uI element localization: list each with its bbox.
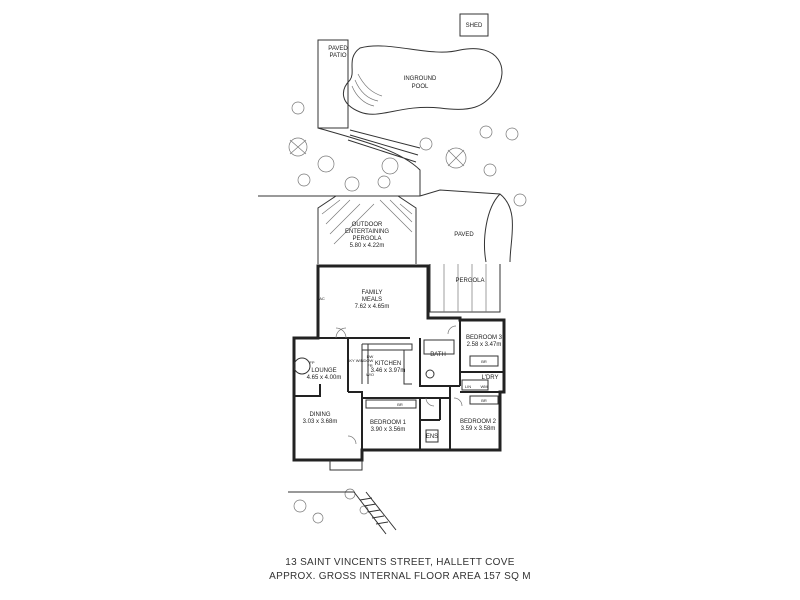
- wm-label: WM: [480, 384, 487, 389]
- shed-outline: [459, 13, 489, 37]
- bedroom3-br: BR: [481, 359, 487, 364]
- fireplace-outline: [293, 357, 311, 375]
- outdoor-label-3: PERGOLA: [352, 236, 381, 242]
- floor-area-note: APPROX. GROSS INTERNAL FLOOR AREA 157 SQ…: [269, 571, 531, 582]
- interior-walls: [294, 320, 504, 460]
- front-stairs: [288, 491, 397, 535]
- outdoor-label-1: OUTDOOR: [352, 222, 383, 228]
- paved-patio-outline: [317, 39, 349, 129]
- front-garden: [293, 488, 369, 524]
- ac-label: AC: [319, 296, 325, 301]
- family-label-1: FAMILY: [362, 290, 383, 296]
- pergola-outline: [429, 264, 501, 313]
- pool-label-2: POOL: [412, 84, 429, 90]
- pool-surround: [317, 127, 421, 196]
- paved-label: PAVED: [454, 232, 474, 238]
- garden-curve: [484, 193, 501, 263]
- ldry-label: L'DRY: [481, 375, 498, 381]
- bedroom3-dim: 2.58 x 3.47m: [467, 342, 502, 348]
- bath-toilet: [425, 369, 435, 379]
- ensuite-shower: [425, 429, 439, 443]
- kitchen-label: KITCHEN: [375, 361, 401, 367]
- tree-group-right: [419, 125, 527, 207]
- bedroom3-robe: [469, 355, 499, 367]
- pool-outline: [342, 45, 503, 115]
- ldry-bench: [461, 379, 489, 391]
- dining-dim: 3.03 x 3.68m: [303, 419, 338, 425]
- bath-label: BATH: [430, 352, 446, 358]
- bedroom2-dim: 3.59 x 3.58m: [461, 426, 496, 432]
- bedroom1-label: BEDROOM 1: [370, 420, 407, 426]
- family-label-2: MEALS: [362, 297, 382, 303]
- pergola-slats: [443, 264, 487, 312]
- ensuite-label: ENS: [426, 434, 438, 440]
- pool-label-1: INGROUND: [404, 76, 437, 82]
- fr-label: FR: [367, 363, 372, 368]
- kitchen-dim: 3.46 x 3.97m: [371, 368, 406, 374]
- bedroom3-label: BEDROOM 3: [466, 335, 503, 341]
- bedroom1-br: BR: [397, 402, 403, 407]
- outdoor-pergola-outline: [317, 195, 417, 264]
- kitchen-bench: [361, 343, 413, 385]
- shed-label: SHED: [466, 23, 483, 29]
- outdoor-dim: 5.80 x 4.22m: [350, 243, 385, 249]
- sky-window-label: SKY WINDOW: [347, 358, 374, 363]
- dining-label: DINING: [310, 412, 331, 418]
- wo-label: W/O: [366, 372, 374, 377]
- lounge-label: LOUNGE: [311, 368, 336, 374]
- paved-patio-label-1: PAVED: [328, 46, 348, 52]
- dw-label: DW: [367, 354, 374, 359]
- bath-tub: [423, 339, 455, 355]
- bedroom2-robe: [469, 395, 499, 405]
- bedroom1-robe: [365, 399, 417, 409]
- lounge-dim: 4.65 x 4.00m: [307, 375, 342, 381]
- house-outer-walls: [292, 264, 506, 462]
- door-swings: [335, 325, 463, 445]
- tree-group-left: [288, 101, 399, 192]
- pergola-label: PERGOLA: [455, 278, 484, 284]
- pool-steps: [351, 73, 383, 107]
- bedroom2-br: BR: [481, 398, 487, 403]
- garden-line: [258, 189, 513, 263]
- bedroom1-dim: 3.90 x 3.56m: [371, 427, 406, 433]
- outdoor-pergola-hatch: [321, 199, 413, 245]
- fp-label: FP: [309, 360, 314, 365]
- property-address: 13 SAINT VINCENTS STREET, HALLETT COVE: [285, 557, 515, 568]
- bedroom2-label: BEDROOM 2: [460, 419, 497, 425]
- lin-label: LIN: [465, 384, 471, 389]
- paved-patio-label-2: PATIO: [329, 53, 346, 59]
- outdoor-label-2: ENTERTAINING: [345, 229, 389, 235]
- entry-porch: [329, 460, 363, 471]
- family-dim: 7.62 x 4.65m: [355, 304, 390, 310]
